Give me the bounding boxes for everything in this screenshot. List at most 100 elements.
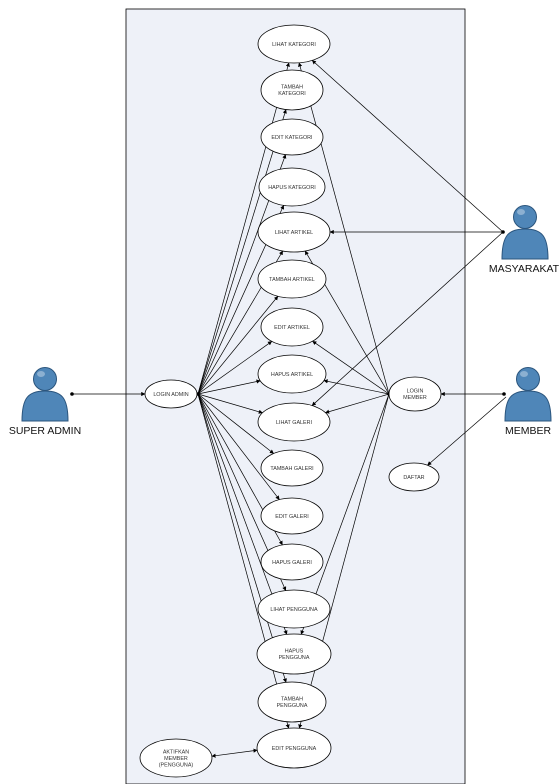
actor-body <box>501 228 549 260</box>
actor-label: MEMBER <box>505 425 552 437</box>
member-hub-dot <box>502 392 506 396</box>
use-case-label: TAMBAH <box>281 697 303 703</box>
actors: SUPER ADMIN MASYARAKAT MEMBER <box>9 205 560 437</box>
use-case-hapus-artikel: HAPUS ARTIKEL <box>257 354 327 394</box>
use-case-ellipse <box>257 402 331 442</box>
use-case-ellipse <box>260 307 324 347</box>
use-case-ellipse <box>257 24 331 64</box>
relation-login-admin-lihat-galeri <box>197 393 263 414</box>
relation-login-admin-tambah-galeri <box>197 393 274 454</box>
use-case-lihat-kategori: LIHAT KATEGORI <box>257 24 331 64</box>
masyarakat-hub-dot <box>501 230 505 234</box>
use-case-ellipse <box>139 738 213 778</box>
use-case-label: EDIT GALERI <box>275 514 308 520</box>
actor-masyarakat: MASYARAKAT <box>489 205 560 275</box>
actor-label: MASYARAKAT <box>489 263 560 275</box>
use-case-label: LIHAT KATEGORI <box>272 42 316 48</box>
relation-login-admin-tambah-pengguna <box>197 393 287 683</box>
actor-highlight <box>37 371 45 377</box>
use-case-label: HAPUS KATEGORI <box>268 185 316 191</box>
relation-login-member-edit-pengguna <box>298 393 390 729</box>
user-icon <box>504 367 552 422</box>
use-case-daftar: DAFTAR <box>388 462 440 492</box>
use-case-lihat-artikel: LIHAT ARTIKEL <box>257 211 331 253</box>
use-case-tambah-galeri: TAMBAH GALERI <box>260 449 324 487</box>
use-case-label: HAPUS ARTIKEL <box>271 372 313 378</box>
relation-login-member-lihat-galeri <box>325 393 390 414</box>
use-case-ellipse <box>260 497 324 535</box>
use-case-ellipse <box>388 376 442 412</box>
use-case-ellipse <box>257 681 327 723</box>
super-admin-hub-dot <box>70 392 74 396</box>
relation-login-admin-edit-pengguna <box>197 393 290 729</box>
use-case-edit-galeri: EDIT GALERI <box>260 497 324 535</box>
use-case-label: (PENGGUNA) <box>159 763 194 769</box>
use-case-label: PENGGUNA <box>279 655 310 661</box>
relation-masyarakat-lihat-kategori <box>311 60 504 233</box>
use-case-ellipse <box>257 354 327 394</box>
use-case-label: HAPUS GALERI <box>272 560 312 566</box>
use-case-label: MEMBER <box>403 395 427 401</box>
use-case-label: KATEGORI <box>278 91 305 97</box>
use-case-hapus-kategori: HAPUS KATEGORI <box>258 167 326 207</box>
use-case-edit-pengguna: EDIT PENGGUNA <box>256 727 332 769</box>
use-case-label: TAMBAH ARTIKEL <box>269 277 315 283</box>
user-icon <box>21 367 69 422</box>
relation-login-admin-edit-artikel <box>197 341 273 395</box>
use-case-edit-artikel: EDIT ARTIKEL <box>260 307 324 347</box>
use-case-label: LIHAT PENGGUNA <box>270 607 318 613</box>
relation-login-member-edit-artikel <box>312 340 390 395</box>
actor-highlight <box>520 371 528 377</box>
use-case-label: DAFTAR <box>403 475 424 481</box>
use-case-label: LIHAT ARTIKEL <box>275 230 313 236</box>
use-case-hapus-galeri: HAPUS GALERI <box>260 543 324 581</box>
use-case-ellipse <box>260 118 324 156</box>
use-case-ellipse <box>388 462 440 492</box>
use-case-label: LOGIN ADMIN <box>153 392 188 398</box>
actor-member: MEMBER <box>504 367 552 437</box>
use-case-ellipse <box>144 379 198 409</box>
relation-login-admin-tambah-artikel <box>197 295 279 395</box>
use-case-label: MEMBER <box>164 756 188 762</box>
relation-login-admin-tambah-kategori <box>197 109 287 395</box>
relation-login-admin-hapus-artikel <box>197 379 261 395</box>
actor-super-admin: SUPER ADMIN <box>9 367 81 437</box>
relation-aktifkan-member-edit-pengguna <box>211 748 258 758</box>
relation-login-member-lihat-kategori <box>298 62 390 395</box>
relation-login-admin-edit-galeri <box>197 393 280 500</box>
use-case-ellipse <box>260 449 324 487</box>
user-icon <box>501 205 549 260</box>
actor-head <box>516 367 540 391</box>
actor-head <box>33 367 57 391</box>
relation-masyarakat-lihat-galeri <box>311 231 504 406</box>
use-case-lihat-galeri: LIHAT GALERI <box>257 402 331 442</box>
use-case-label: LOGIN <box>407 389 424 395</box>
actor-body <box>504 390 552 422</box>
use-case-ellipse <box>257 211 331 253</box>
use-case-ellipse <box>260 543 324 581</box>
actor-highlight <box>517 209 525 215</box>
use-case-tambah-artikel: TAMBAH ARTIKEL <box>257 259 327 299</box>
relation-login-member-hapus-artikel <box>323 379 390 395</box>
use-case-ellipse <box>260 69 324 111</box>
relation-member-daftar <box>427 396 507 466</box>
use-case-lihat-pengguna: LIHAT PENGGUNA <box>257 589 331 629</box>
use-case-label: EDIT KATEGORI <box>271 135 312 141</box>
use-case-ellipse <box>256 727 332 769</box>
relation-login-admin-lihat-kategori <box>197 62 290 395</box>
use-case-ellipse <box>257 259 327 299</box>
actor-head <box>513 205 537 229</box>
use-case-label: LIHAT GALERI <box>276 420 312 426</box>
use-case-ellipse <box>256 633 332 675</box>
actor-body <box>21 390 69 422</box>
use-case-ellipse <box>258 167 326 207</box>
use-case-login-admin: LOGIN ADMIN <box>144 379 198 409</box>
use-case-label: EDIT PENGGUNA <box>272 746 317 752</box>
